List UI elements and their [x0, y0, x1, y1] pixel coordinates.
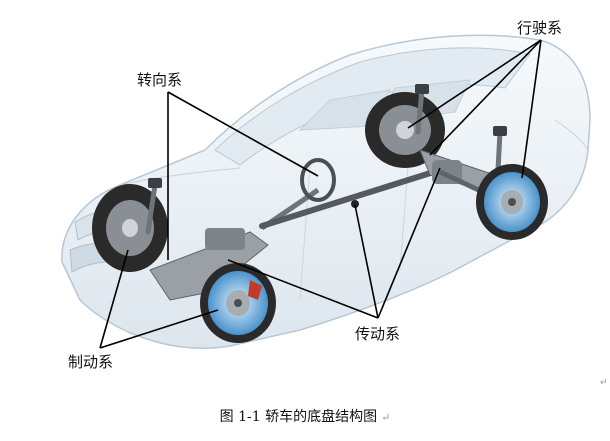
- label-transmission-system: 传动系: [355, 325, 401, 343]
- paragraph-mark: ↵: [600, 378, 608, 388]
- label-braking-system: 制动系: [68, 353, 114, 371]
- label-steering-system: 转向系: [137, 71, 183, 89]
- figure-caption: 图 1-1 轿车的底盘结构图↵: [0, 406, 610, 426]
- caption-text: 图 1-1 轿车的底盘结构图: [219, 409, 378, 425]
- front-right-wheel: [92, 184, 168, 272]
- leader-lines: [99, 39, 542, 349]
- drive-shaft: [259, 167, 443, 229]
- label-running-system: 行驶系: [517, 19, 563, 37]
- front-subframe: [149, 228, 269, 301]
- front-left-wheel: [200, 263, 276, 343]
- rear-left-wheel: [476, 164, 548, 240]
- caption-return-mark: ↵: [381, 411, 391, 424]
